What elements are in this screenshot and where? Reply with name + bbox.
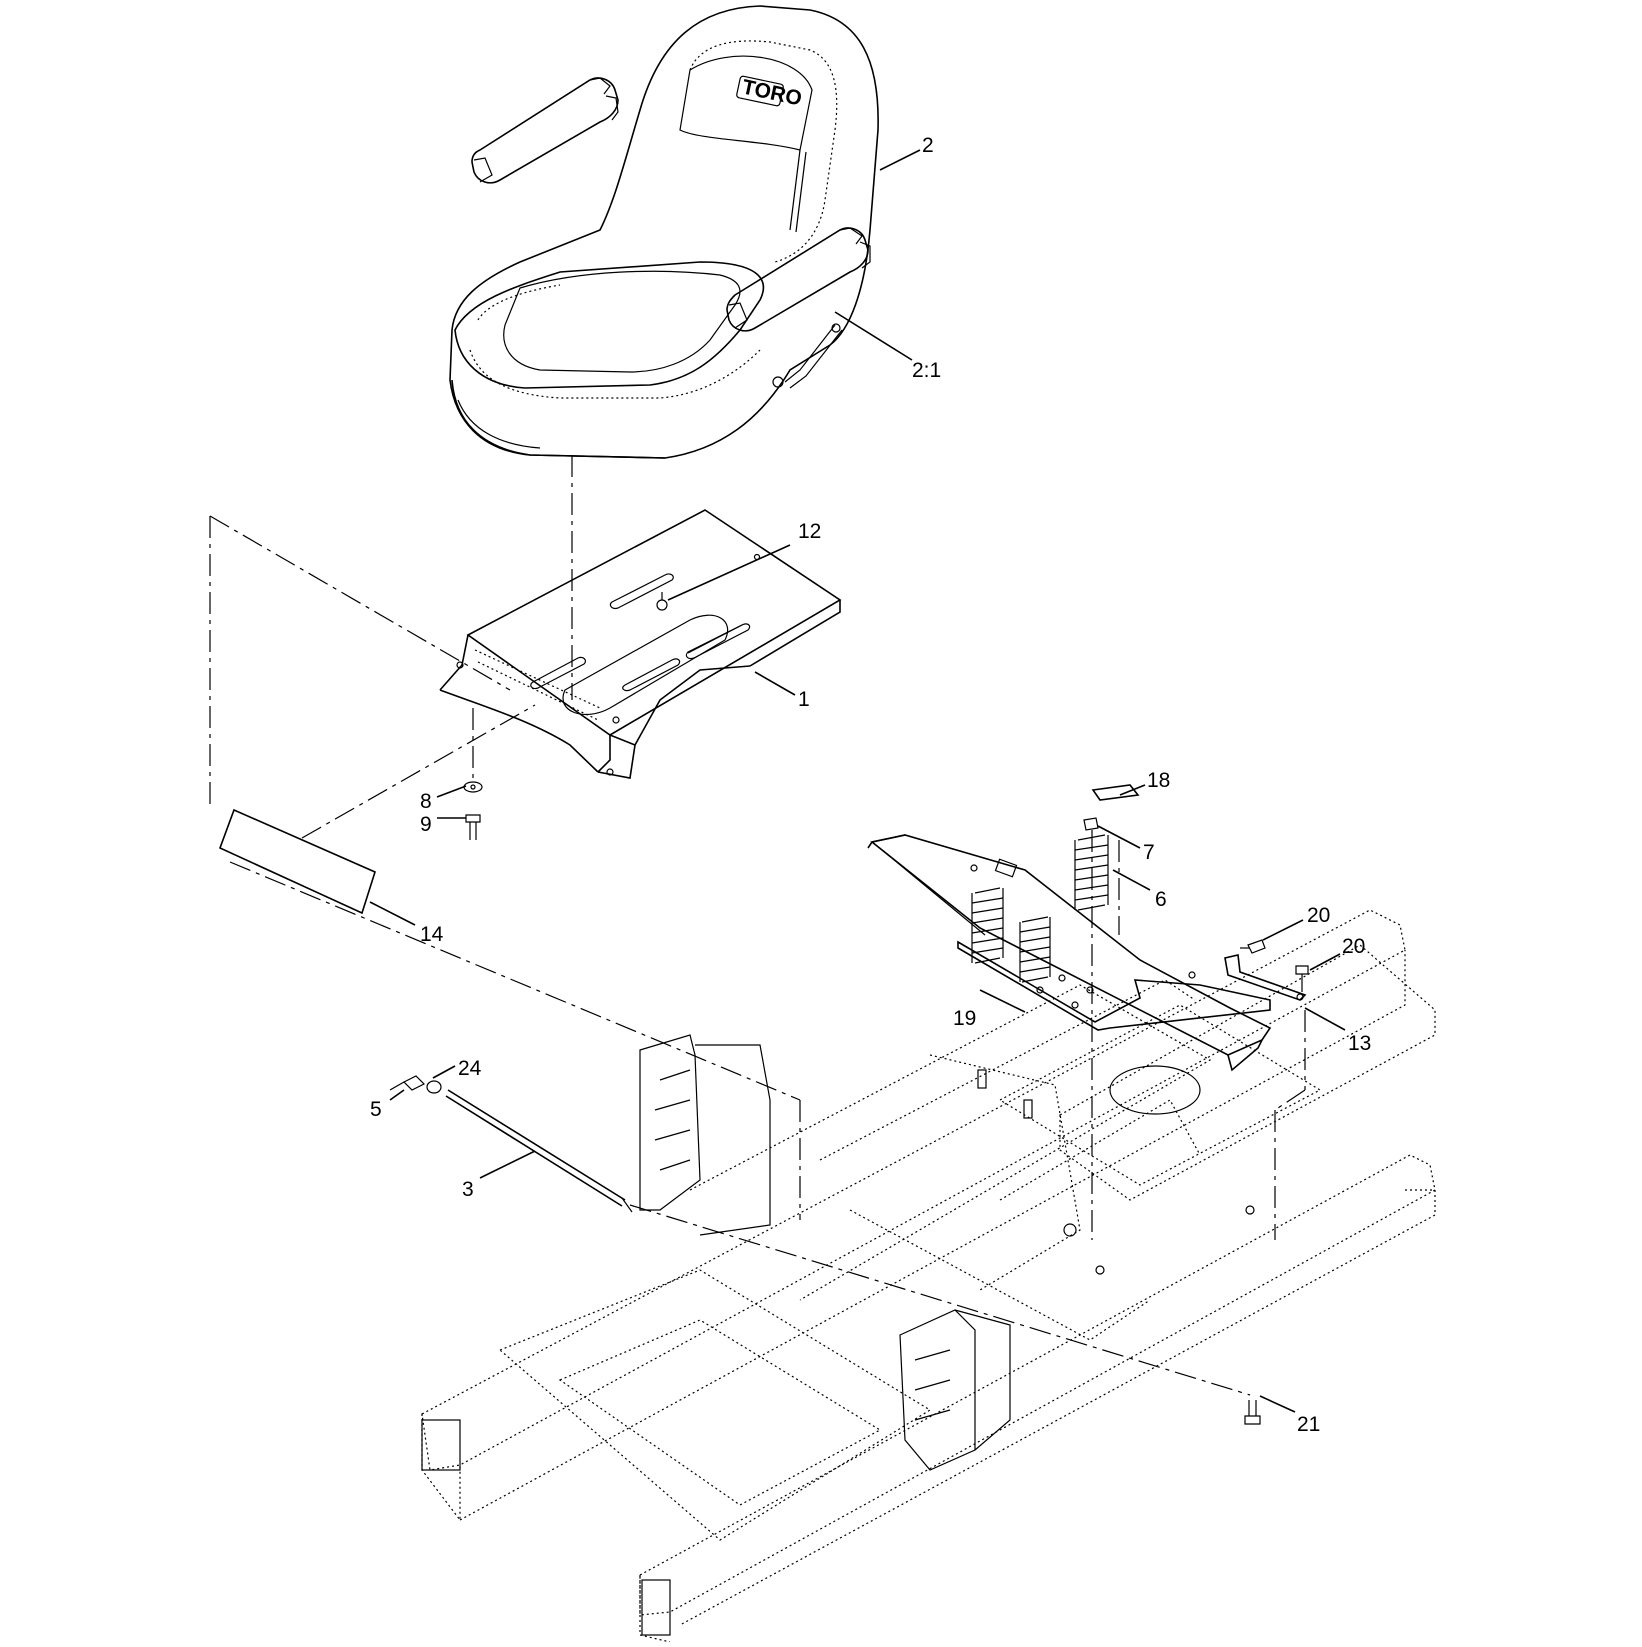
callout-2-1: 2:1 [912, 359, 941, 382]
leader-lines [369, 149, 1346, 1413]
callouts: 2 2:1 12 1 8 9 14 18 7 6 20 20 19 13 24 … [370, 134, 1371, 1436]
callout-9: 9 [420, 813, 432, 836]
callout-20a: 20 [1307, 904, 1330, 927]
decal [218, 808, 376, 915]
callout-5: 5 [370, 1098, 382, 1121]
callout-8: 8 [420, 790, 432, 813]
right-armrest [726, 227, 871, 332]
callout-24: 24 [458, 1057, 482, 1080]
callout-14: 14 [420, 923, 444, 946]
suspension-assembly [867, 784, 1309, 1072]
left-armrest [471, 77, 619, 184]
washer-and-bolt [463, 781, 483, 840]
callout-1: 1 [798, 688, 810, 711]
toro-logo: TORO [736, 76, 804, 111]
callout-20b: 20 [1342, 935, 1365, 958]
callout-2: 2 [922, 134, 934, 157]
callout-12: 12 [798, 520, 821, 543]
callout-21: 21 [1297, 1413, 1320, 1436]
callout-3: 3 [462, 1178, 474, 1201]
frame-chassis [421, 909, 1436, 1643]
spring-center [1019, 916, 1051, 983]
callout-18: 18 [1147, 769, 1170, 792]
seat: TORO [449, 5, 879, 459]
seat-plate [439, 509, 842, 779]
alignment-lines [209, 455, 1306, 1396]
callout-7: 7 [1143, 841, 1155, 864]
spring-left [971, 887, 1004, 964]
callout-6: 6 [1155, 888, 1167, 911]
rod-assembly [389, 1075, 633, 1213]
callout-13: 13 [1348, 1032, 1371, 1055]
callout-19: 19 [953, 1007, 976, 1030]
